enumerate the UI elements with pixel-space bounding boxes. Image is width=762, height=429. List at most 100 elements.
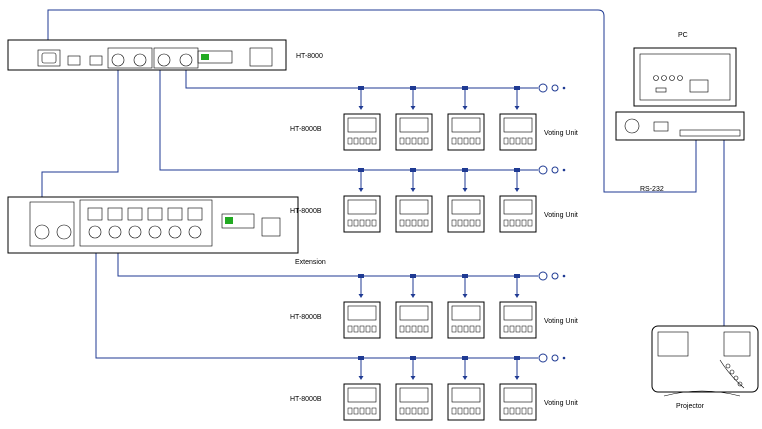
key-icon [503, 325, 509, 333]
key-icon [451, 407, 457, 415]
terminator-icon [538, 271, 548, 281]
port-icon [67, 55, 81, 66]
projector-body [651, 325, 759, 393]
arrow-icon [462, 294, 468, 298]
key-icon [457, 325, 463, 333]
row-unit-label: Voting Unit [544, 318, 578, 325]
main-unit: HT-8000 [7, 39, 323, 71]
key-icon [347, 219, 353, 227]
junction-icon [410, 274, 416, 278]
pc-monitor [633, 47, 737, 107]
terminator-icon [551, 272, 559, 280]
key-icon [457, 407, 463, 415]
arrow-icon [410, 294, 416, 298]
key-icon [353, 325, 359, 333]
row-model-label: HT-8000B [290, 126, 322, 133]
power-socket-icon [261, 217, 281, 237]
key-icon [365, 407, 371, 415]
row-model-label: HT-8000B [290, 396, 322, 403]
key-icon [521, 325, 527, 333]
junction-icon [358, 168, 364, 172]
arrow-icon [462, 106, 468, 110]
key-icon [475, 325, 481, 333]
junction-icon [462, 356, 468, 360]
key-icon [359, 137, 365, 145]
junction-icon [410, 356, 416, 360]
connector-icon [133, 53, 147, 67]
key-icon [457, 137, 463, 145]
key-icon [503, 407, 509, 415]
key-icon [475, 407, 481, 415]
rs232-cable [47, 9, 697, 193]
key-icon [463, 325, 469, 333]
key-icon [411, 325, 417, 333]
key-icon [463, 137, 469, 145]
key-icon [359, 219, 365, 227]
key-icon [527, 219, 533, 227]
terminator-dot [562, 274, 566, 278]
key-icon [371, 219, 377, 227]
key-icon [347, 407, 353, 415]
arrow-icon [514, 294, 520, 298]
key-icon [405, 407, 411, 415]
key-icon [399, 407, 405, 415]
terminator-icon [551, 84, 559, 92]
arrow-icon [462, 376, 468, 380]
junction-icon [462, 168, 468, 172]
key-icon [451, 219, 457, 227]
key-icon [515, 325, 521, 333]
key-icon [509, 219, 515, 227]
key-icon [417, 137, 423, 145]
key-icon [411, 407, 417, 415]
row-model-label: HT-8000B [290, 208, 322, 215]
key-icon [515, 137, 521, 145]
key-icon [527, 325, 533, 333]
key-icon [527, 407, 533, 415]
key-icon [521, 407, 527, 415]
projector-label: Projector [676, 403, 705, 410]
row-model-label: HT-8000B [290, 314, 322, 321]
key-icon [417, 219, 423, 227]
key-icon [399, 219, 405, 227]
row4-trunk [95, 236, 538, 359]
key-icon [359, 325, 365, 333]
key-icon [463, 407, 469, 415]
junction-icon [358, 356, 364, 360]
junction-icon [462, 274, 468, 278]
key-icon [423, 407, 429, 415]
key-icon [365, 325, 371, 333]
terminator-icon [551, 166, 559, 174]
key-icon [399, 325, 405, 333]
io-port-strip [679, 129, 741, 137]
arrow-icon [410, 106, 416, 110]
key-icon [353, 219, 359, 227]
key-icon [475, 219, 481, 227]
key-icon [411, 137, 417, 145]
key-icon [503, 137, 509, 145]
key-icon [509, 407, 515, 415]
terminator-dot [562, 356, 566, 360]
junction-icon [514, 274, 520, 278]
key-icon [515, 407, 521, 415]
key-icon [469, 137, 475, 145]
arrow-icon [358, 106, 364, 110]
key-icon [423, 137, 429, 145]
main-unit-label: HT-8000 [296, 53, 323, 60]
arrow-icon [514, 106, 520, 110]
key-icon [411, 219, 417, 227]
terminator-icon [538, 83, 548, 93]
connector-icon [111, 53, 125, 67]
pc: PC RS-232 [615, 32, 745, 193]
key-icon [347, 325, 353, 333]
port-icon [89, 55, 103, 66]
key-icon [353, 137, 359, 145]
arrow-icon [358, 188, 364, 192]
connector-icon [179, 53, 193, 67]
junction-icon [410, 168, 416, 172]
arrow-icon [410, 188, 416, 192]
